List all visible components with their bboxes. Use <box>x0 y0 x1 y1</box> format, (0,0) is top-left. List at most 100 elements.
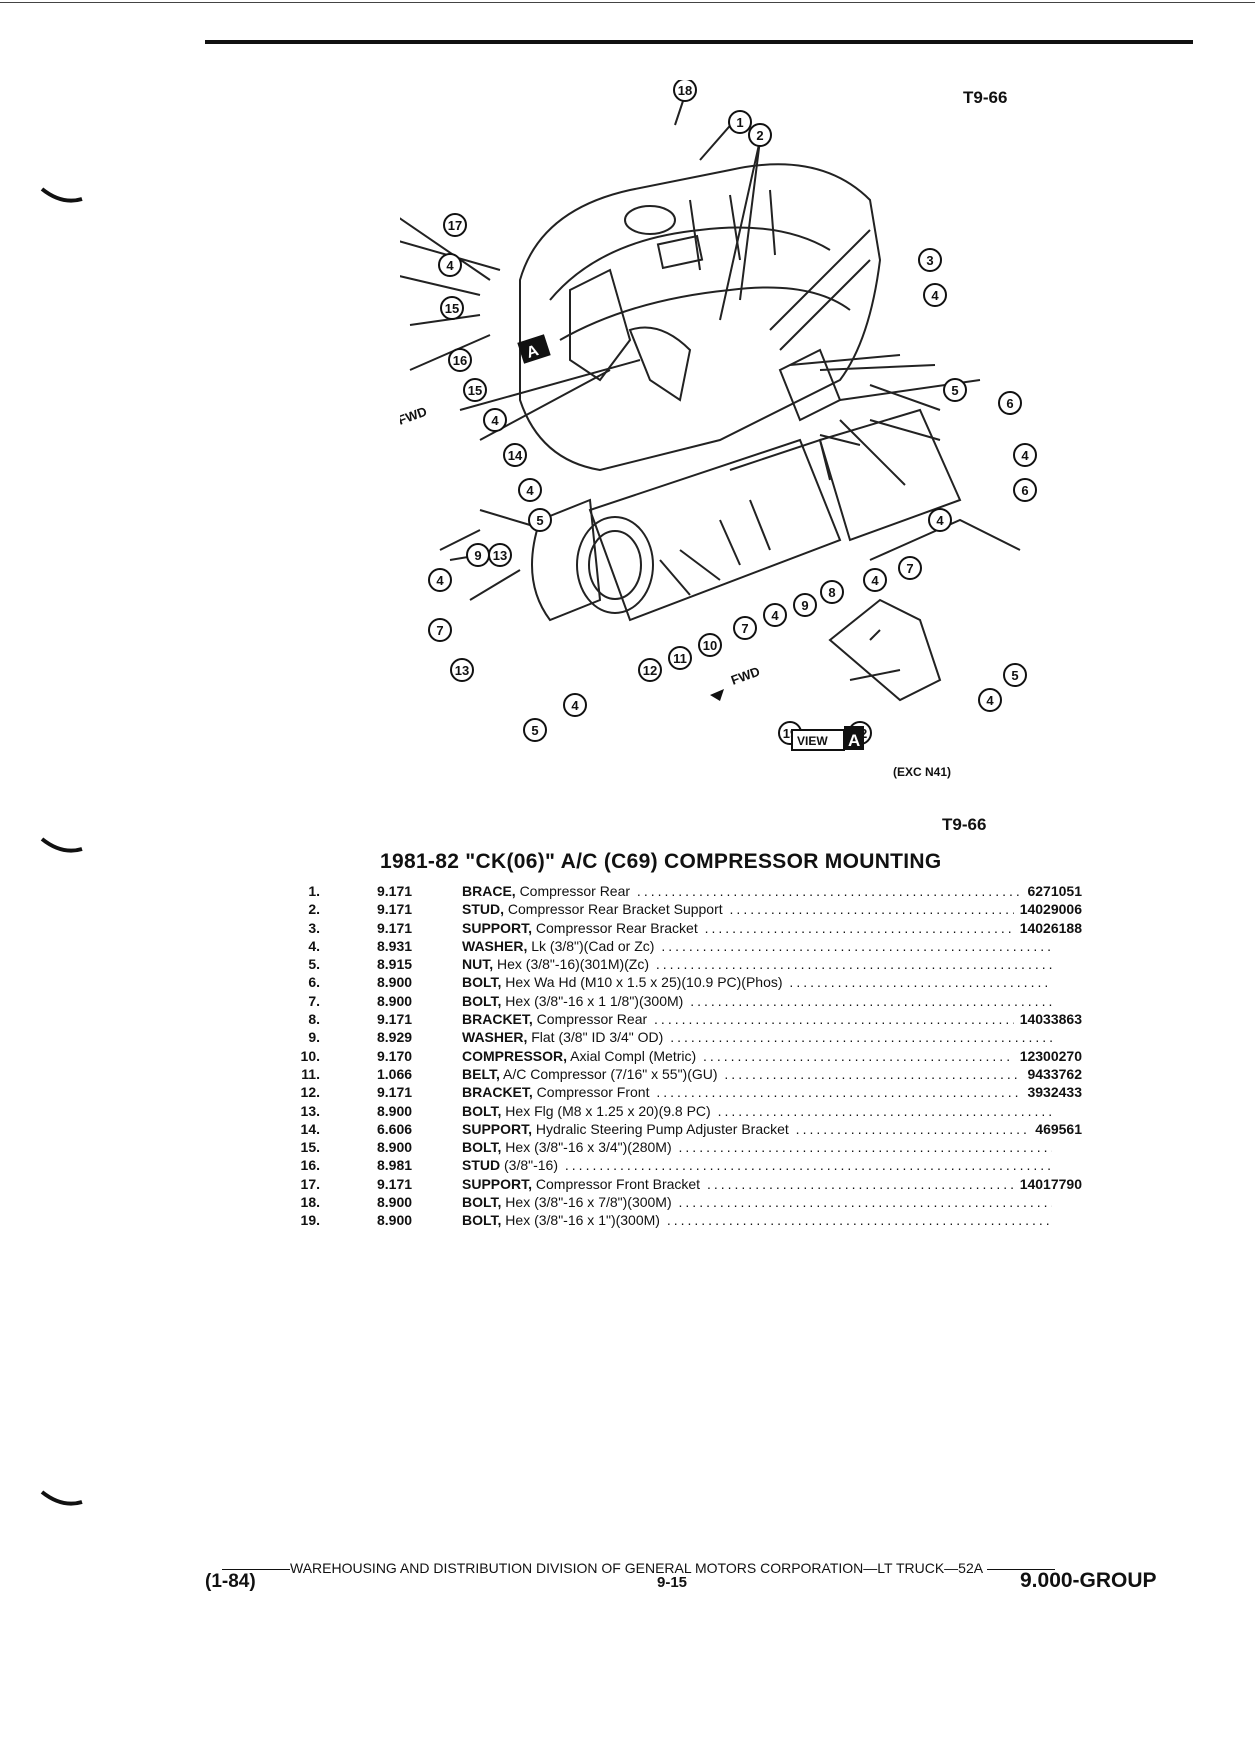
svg-text:A: A <box>525 342 542 362</box>
callout-4j: 4 <box>928 508 952 532</box>
item-number: 10. <box>300 1047 320 1064</box>
item-name: BRACE, <box>462 883 516 899</box>
item-detail: Hex Flg (M8 x 1.25 x 20)(9.8 PC) <box>505 1102 711 1119</box>
item-name: BRACKET, <box>462 1011 533 1028</box>
callout-12: 12 <box>638 658 662 682</box>
callout-5d: 5 <box>1003 663 1027 687</box>
item-number: 13. <box>300 1102 320 1119</box>
item-name: WASHER, <box>462 1029 528 1046</box>
svg-text:13: 13 <box>493 548 507 563</box>
item-description: BOLT, Hex (3/8"-16 x 1")(300M) .........… <box>462 1211 1052 1229</box>
svg-text:11: 11 <box>673 651 687 666</box>
callout-13b: 13 <box>450 658 474 682</box>
svg-text:7: 7 <box>741 621 748 636</box>
callout-4f: 4 <box>428 568 452 592</box>
item-description: COMPRESSOR, Axial Compl (Metric) .......… <box>462 1047 1052 1065</box>
group-number: 8.931 <box>377 937 413 954</box>
group-number: 8.929 <box>377 1029 413 1046</box>
callout-7c: 7 <box>898 556 922 580</box>
group-number: 9.171 <box>377 883 413 899</box>
item-number: 5. <box>308 956 320 973</box>
group-number: 6.606 <box>377 1120 413 1137</box>
part-number: 9433762 <box>1021 1064 1082 1083</box>
svg-text:4: 4 <box>491 413 499 428</box>
callout-6: 6 <box>998 391 1022 415</box>
svg-text:5: 5 <box>531 723 538 738</box>
item-number: 2. <box>308 901 320 918</box>
item-detail: Compressor Rear <box>519 883 631 899</box>
item-description: SUPPORT, Compressor Front Bracket ......… <box>462 1175 1052 1193</box>
svg-text:VIEW: VIEW <box>797 734 828 748</box>
item-number: 15. <box>300 1139 320 1156</box>
svg-text:4: 4 <box>571 698 579 713</box>
callout-5: 5 <box>943 378 967 402</box>
item-name: BOLT, <box>462 1194 502 1211</box>
item-name: STUD, <box>462 901 504 918</box>
binder-mark-icon <box>40 187 83 203</box>
svg-text:3: 3 <box>926 253 933 268</box>
callout-4e: 4 <box>518 478 542 502</box>
item-detail: Compressor Rear Bracket <box>535 919 698 936</box>
callout-4b: 4 <box>1013 443 1037 467</box>
callout-2: 2 <box>748 123 772 147</box>
svg-text:1: 1 <box>736 115 743 130</box>
callout-4c: 4 <box>438 253 462 277</box>
item-number: 1. <box>308 883 320 899</box>
svg-text:4: 4 <box>936 513 944 528</box>
leader-dots: ........................................… <box>678 1139 1052 1156</box>
group-number: 1.066 <box>377 1065 413 1082</box>
svg-text:16: 16 <box>453 353 467 368</box>
item-description: BOLT, Hex Wa Hd (M10 x 1.5 x 25)(10.9 PC… <box>462 973 1052 991</box>
callout-4g: 4 <box>563 693 587 717</box>
item-number: 19. <box>300 1212 320 1229</box>
svg-text:4: 4 <box>871 573 879 588</box>
group-number: 9.171 <box>377 901 413 918</box>
svg-text:4: 4 <box>446 258 454 273</box>
item-detail: Hydralic Steering Pump Adjuster Bracket <box>535 1120 789 1137</box>
group-number: 8.900 <box>377 974 413 991</box>
svg-text:6: 6 <box>1006 396 1013 411</box>
leader-dots: ........................................… <box>636 883 1052 899</box>
item-description: WASHER, Lk (3/8")(Cad or Zc) ...........… <box>462 937 1052 955</box>
item-description: SUPPORT, Compressor Rear Bracket .......… <box>462 919 1052 937</box>
svg-text:4: 4 <box>436 573 444 588</box>
item-description: BRACKET, Compressor Rear ...............… <box>462 1010 1052 1028</box>
callout-14: 14 <box>503 443 527 467</box>
svg-text:15: 15 <box>468 383 482 398</box>
svg-text:4: 4 <box>1021 448 1029 463</box>
svg-text:2: 2 <box>756 128 763 143</box>
part-number: 3932433 <box>1021 1083 1082 1102</box>
callout-8: 8 <box>820 580 844 604</box>
item-number: 8. <box>308 1011 320 1028</box>
leader-dots: ........................................… <box>656 1084 1052 1101</box>
group-number: 8.900 <box>377 1194 413 1211</box>
item-number: 11. <box>301 1065 320 1082</box>
leader-dots: ........................................… <box>654 1011 1052 1028</box>
item-detail: Compressor Front Bracket <box>535 1175 701 1192</box>
group-number: 9.171 <box>377 1175 413 1192</box>
callout-1: 1 <box>728 110 752 134</box>
footer-dash-left <box>222 1568 290 1570</box>
item-description: NUT, Hex (3/8"-16)(301M)(Zc) ...........… <box>462 955 1052 973</box>
callout-13: 13 <box>488 543 512 567</box>
leader-dots: ........................................… <box>706 1175 1052 1192</box>
callout-9b: 9 <box>793 593 817 617</box>
callout-10: 10 <box>698 633 722 657</box>
callout-16: 16 <box>448 348 472 372</box>
item-name: NUT, <box>462 956 494 973</box>
footer-dash-right <box>986 1568 1055 1570</box>
leader-dots: ........................................… <box>666 1212 1052 1229</box>
